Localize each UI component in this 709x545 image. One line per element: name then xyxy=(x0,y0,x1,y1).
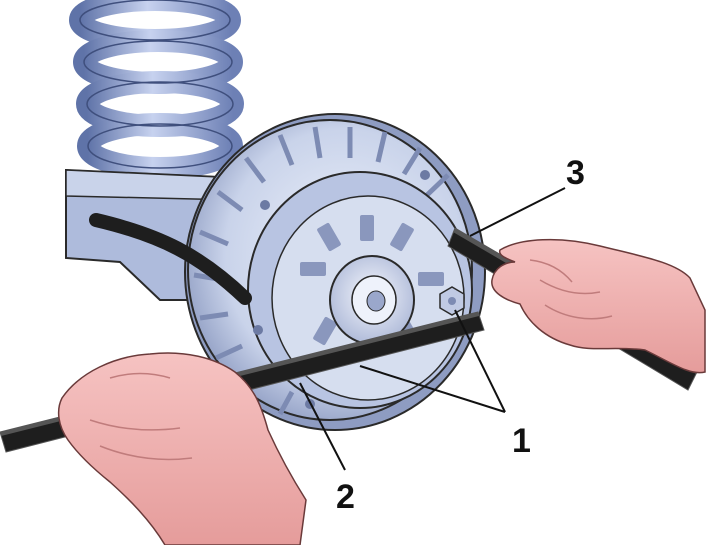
left-hand xyxy=(57,352,307,545)
leader-line-1a xyxy=(454,309,506,413)
leader-line-1b xyxy=(359,365,506,413)
leader-line-2 xyxy=(299,382,346,471)
callout-label-3: 3 xyxy=(566,154,585,192)
callout-label-2: 2 xyxy=(336,478,355,516)
right-hand xyxy=(491,238,706,374)
brake-drum xyxy=(184,113,486,431)
callout-label-1: 1 xyxy=(512,422,531,460)
coil-spring xyxy=(69,0,244,179)
adjusting-nut xyxy=(439,286,465,316)
leader-lines xyxy=(299,187,566,471)
leader-line-3 xyxy=(469,187,566,237)
